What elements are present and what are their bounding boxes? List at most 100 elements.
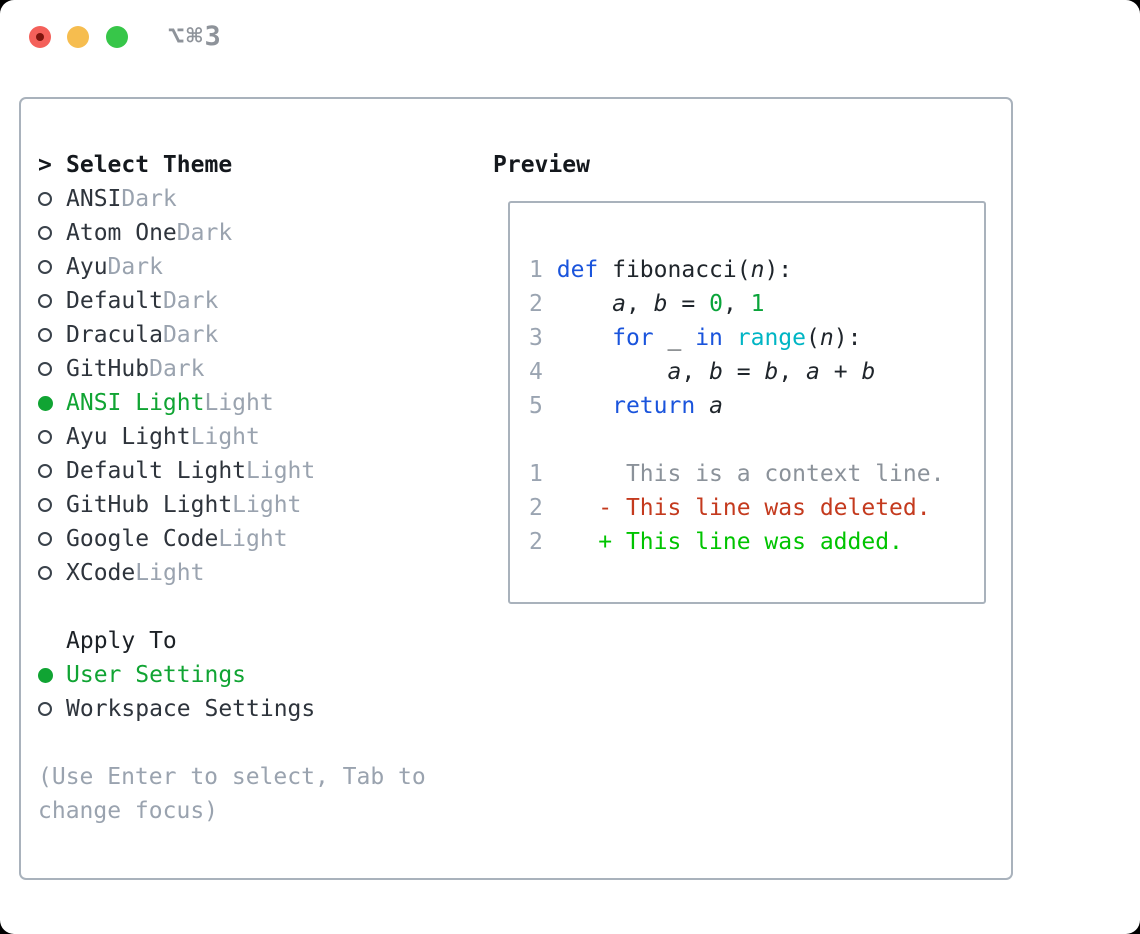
theme-name: Dracula [66,322,163,348]
select-theme-header: > Select Theme [38,148,315,182]
theme-option-github-light[interactable]: GitHub Light Light [38,488,315,522]
radio-unselected-icon [38,294,52,308]
radio-unselected-icon [38,260,52,274]
prompt-icon: > [38,152,52,178]
code-line: 1 def fibonacci(n): [529,253,944,287]
radio-unselected-icon [38,192,52,206]
theme-variant-badge: Light [135,560,205,586]
theme-name: Default [66,288,163,314]
titlebar: ⌥⌘3 [0,0,1140,75]
theme-option-xcode[interactable]: XCode Light [38,556,315,590]
token-v: n [750,257,765,283]
theme-name: Default Light [66,458,247,484]
apply-option-label: Workspace Settings [66,696,316,722]
token-v: b [709,359,723,385]
token-kw: for [612,325,654,351]
token-v: b [764,359,779,385]
token-lit: 0 [709,291,723,317]
token-v: a [667,359,682,385]
token-v: a [806,359,820,385]
code-line: 1 This is a context line. [529,457,944,491]
token-ctx: This is a context line. [556,461,945,487]
token-p [557,325,612,351]
token-kw: return [612,393,696,419]
line-number: 5 [529,393,543,419]
theme-name: Ayu Light [66,424,191,450]
theme-variant-badge: Light [232,492,302,518]
theme-option-default[interactable]: Default Dark [38,284,315,318]
theme-variant-badge: Light [218,526,288,552]
code-line: 2 a, b = 0, 1 [529,287,944,321]
theme-variant-badge: Dark [121,186,177,212]
radio-unselected-icon [38,702,52,716]
token-p: fibonacci( [598,257,751,283]
theme-option-ayu[interactable]: Ayu Dark [38,250,315,284]
preview-title: Preview [493,152,590,178]
radio-selected-icon [38,395,53,411]
token-p: = [667,291,710,317]
theme-variant-badge: Dark [176,220,233,246]
radio-selected-icon [38,667,53,683]
theme-variant-badge: Dark [149,356,205,382]
apply-to-header: Apply To [38,624,315,658]
token-p [723,325,737,351]
theme-option-dracula[interactable]: Dracula Dark [38,318,315,352]
theme-variant-badge: Light [190,424,260,450]
code-line: 4 a, b = b, a + b [529,355,944,389]
theme-option-default-light[interactable]: Default Light Light [38,454,315,488]
theme-option-atom-one[interactable]: Atom One Dark [38,216,315,250]
zoom-button-icon[interactable] [106,26,128,48]
token-p: , [722,291,751,317]
window-shortcut-label: ⌥⌘3 [168,21,223,52]
theme-name: Google Code [66,526,219,552]
theme-name: Ayu [66,254,108,280]
token-v: n [819,325,834,351]
token-p: ( [806,325,820,351]
token-fn: range [736,325,807,351]
theme-option-google-code[interactable]: Google Code Light [38,522,315,556]
theme-option-ansi[interactable]: ANSI Dark [38,182,315,216]
radio-unselected-icon [38,464,52,478]
line-number: 2 [529,291,543,317]
theme-option-ansi-light[interactable]: ANSI Light Light [38,386,315,420]
line-number: 1 [529,257,543,283]
keyboard-hint: (Use Enter to select, Tab to change focu… [38,764,426,824]
line-number: 3 [529,325,543,351]
token-del: - This line was deleted. [556,495,931,521]
theme-option-ayu-light[interactable]: Ayu Light Light [38,420,315,454]
token-p: , [778,359,807,385]
apply-option-user-settings[interactable]: User Settings [38,658,315,692]
code-line: 3 for _ in range(n): [529,321,944,355]
token-p: = [722,359,765,385]
token-lit: 1 [750,291,765,317]
close-button-icon[interactable] [29,26,51,48]
apply-to-title: Apply To [66,628,177,654]
radio-unselected-icon [38,532,52,546]
token-v: a [709,393,723,419]
line-number: 2 [529,495,543,521]
token-p: , [625,291,654,317]
theme-option-github[interactable]: GitHub Dark [38,352,315,386]
radio-unselected-icon [38,362,52,376]
theme-variant-badge: Light [204,390,274,416]
theme-name: ANSI [66,186,122,212]
theme-variant-badge: Dark [107,254,163,280]
apply-option-workspace-settings[interactable]: Workspace Settings [38,692,315,726]
theme-name: GitHub Light [66,492,233,518]
token-p [695,393,709,419]
theme-variant-badge: Dark [162,322,219,348]
spacer-row [38,590,315,624]
minimize-button-icon[interactable] [67,26,89,48]
line-number: 1 [529,461,543,487]
theme-variant-badge: Dark [162,288,219,314]
token-v: b [861,359,876,385]
radio-unselected-icon [38,498,52,512]
line-number: 4 [529,359,543,385]
theme-name: GitHub [66,356,150,382]
token-p: ): [764,257,793,283]
radio-unselected-icon [38,226,52,240]
code-line [529,423,944,457]
token-p: ): [833,325,862,351]
